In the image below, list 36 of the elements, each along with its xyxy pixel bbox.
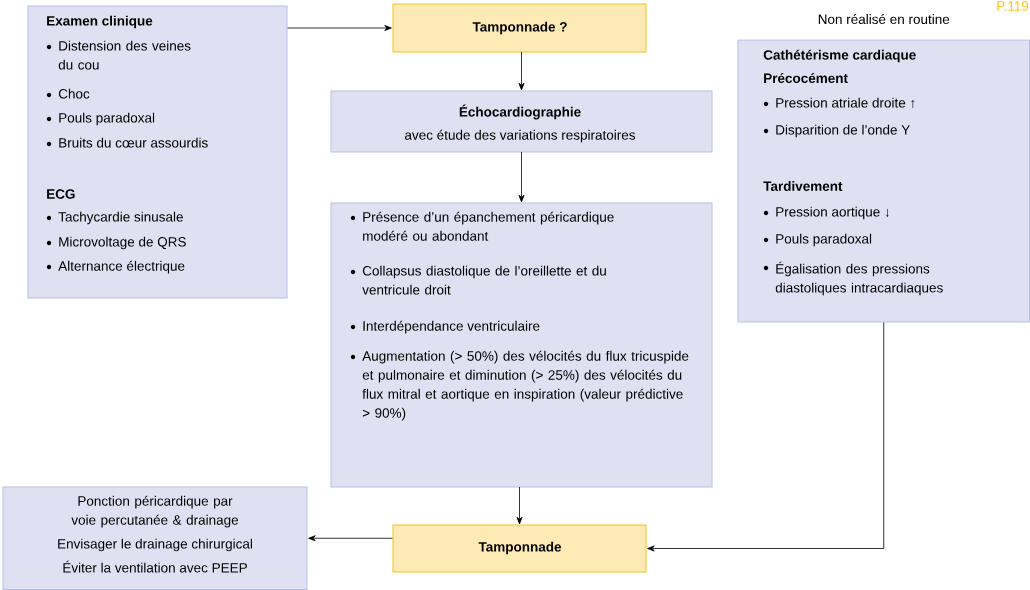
text: Éviter la ventilation avec PEEP	[63, 560, 247, 573]
list-item: Tachycardie sinusale	[46, 211, 183, 225]
list-item: Distension des veines du cou	[46, 40, 191, 70]
page-number: P.119	[997, 1, 1029, 11]
heading: Tamponnade	[478, 541, 562, 555]
list-item: Pression atriale droite ↑	[763, 97, 915, 108]
arrow	[518, 51, 525, 91]
heading: Cathétérisme cardiaque	[763, 49, 916, 63]
heading: Précocément	[764, 73, 848, 83]
list-item: Égalisation des pressions diastoliques intracardiaques	[763, 261, 943, 296]
arrow	[647, 322, 885, 552]
arrow	[308, 535, 393, 542]
list-item: Présence d’un épanchement péricardique modéré ou abondant	[350, 211, 614, 241]
list-item: Pouls paradoxal	[46, 112, 155, 126]
text: Envisager le drainage chirurgical	[58, 538, 252, 552]
heading: Échocardiographie	[459, 104, 581, 120]
list-item: Alternance électrique	[46, 260, 185, 274]
text: avec étude des variations respiratoires	[405, 129, 636, 143]
heading: Tardivement	[763, 181, 843, 191]
arrow	[516, 486, 523, 525]
list-item: Collapsus diastolique de l’oreillette et du ventricule droit	[350, 265, 606, 295]
list-item: Bruits du cœur assourdis	[46, 137, 208, 148]
list-item: Disparition de l’onde Y	[763, 124, 910, 138]
heading: Tamponnade ?	[472, 21, 567, 35]
note: Non réalisé en routine	[818, 13, 950, 25]
arrow	[287, 25, 392, 31]
text: Ponction péricardique par voie percutanée & drainage	[71, 495, 239, 528]
list-item: Pouls paradoxal	[763, 233, 872, 247]
list-item: Choc	[46, 88, 90, 99]
list-item: Augmentation (> 50%) des vélocités du flux tricuspide et pulmonaire et diminution (> 25%) des vélocités du flux mitral et aortique en inspiration (valeur prédictive > 90%)	[350, 350, 689, 421]
heading: ECG	[47, 189, 75, 199]
heading: Examen clinique	[47, 15, 153, 29]
arrow	[518, 151, 525, 203]
list-item: Microvoltage de QRS	[46, 236, 186, 250]
list-item: Interdépendance ventriculaire	[350, 320, 540, 334]
list-item: Pression aortique ↓	[763, 206, 889, 220]
